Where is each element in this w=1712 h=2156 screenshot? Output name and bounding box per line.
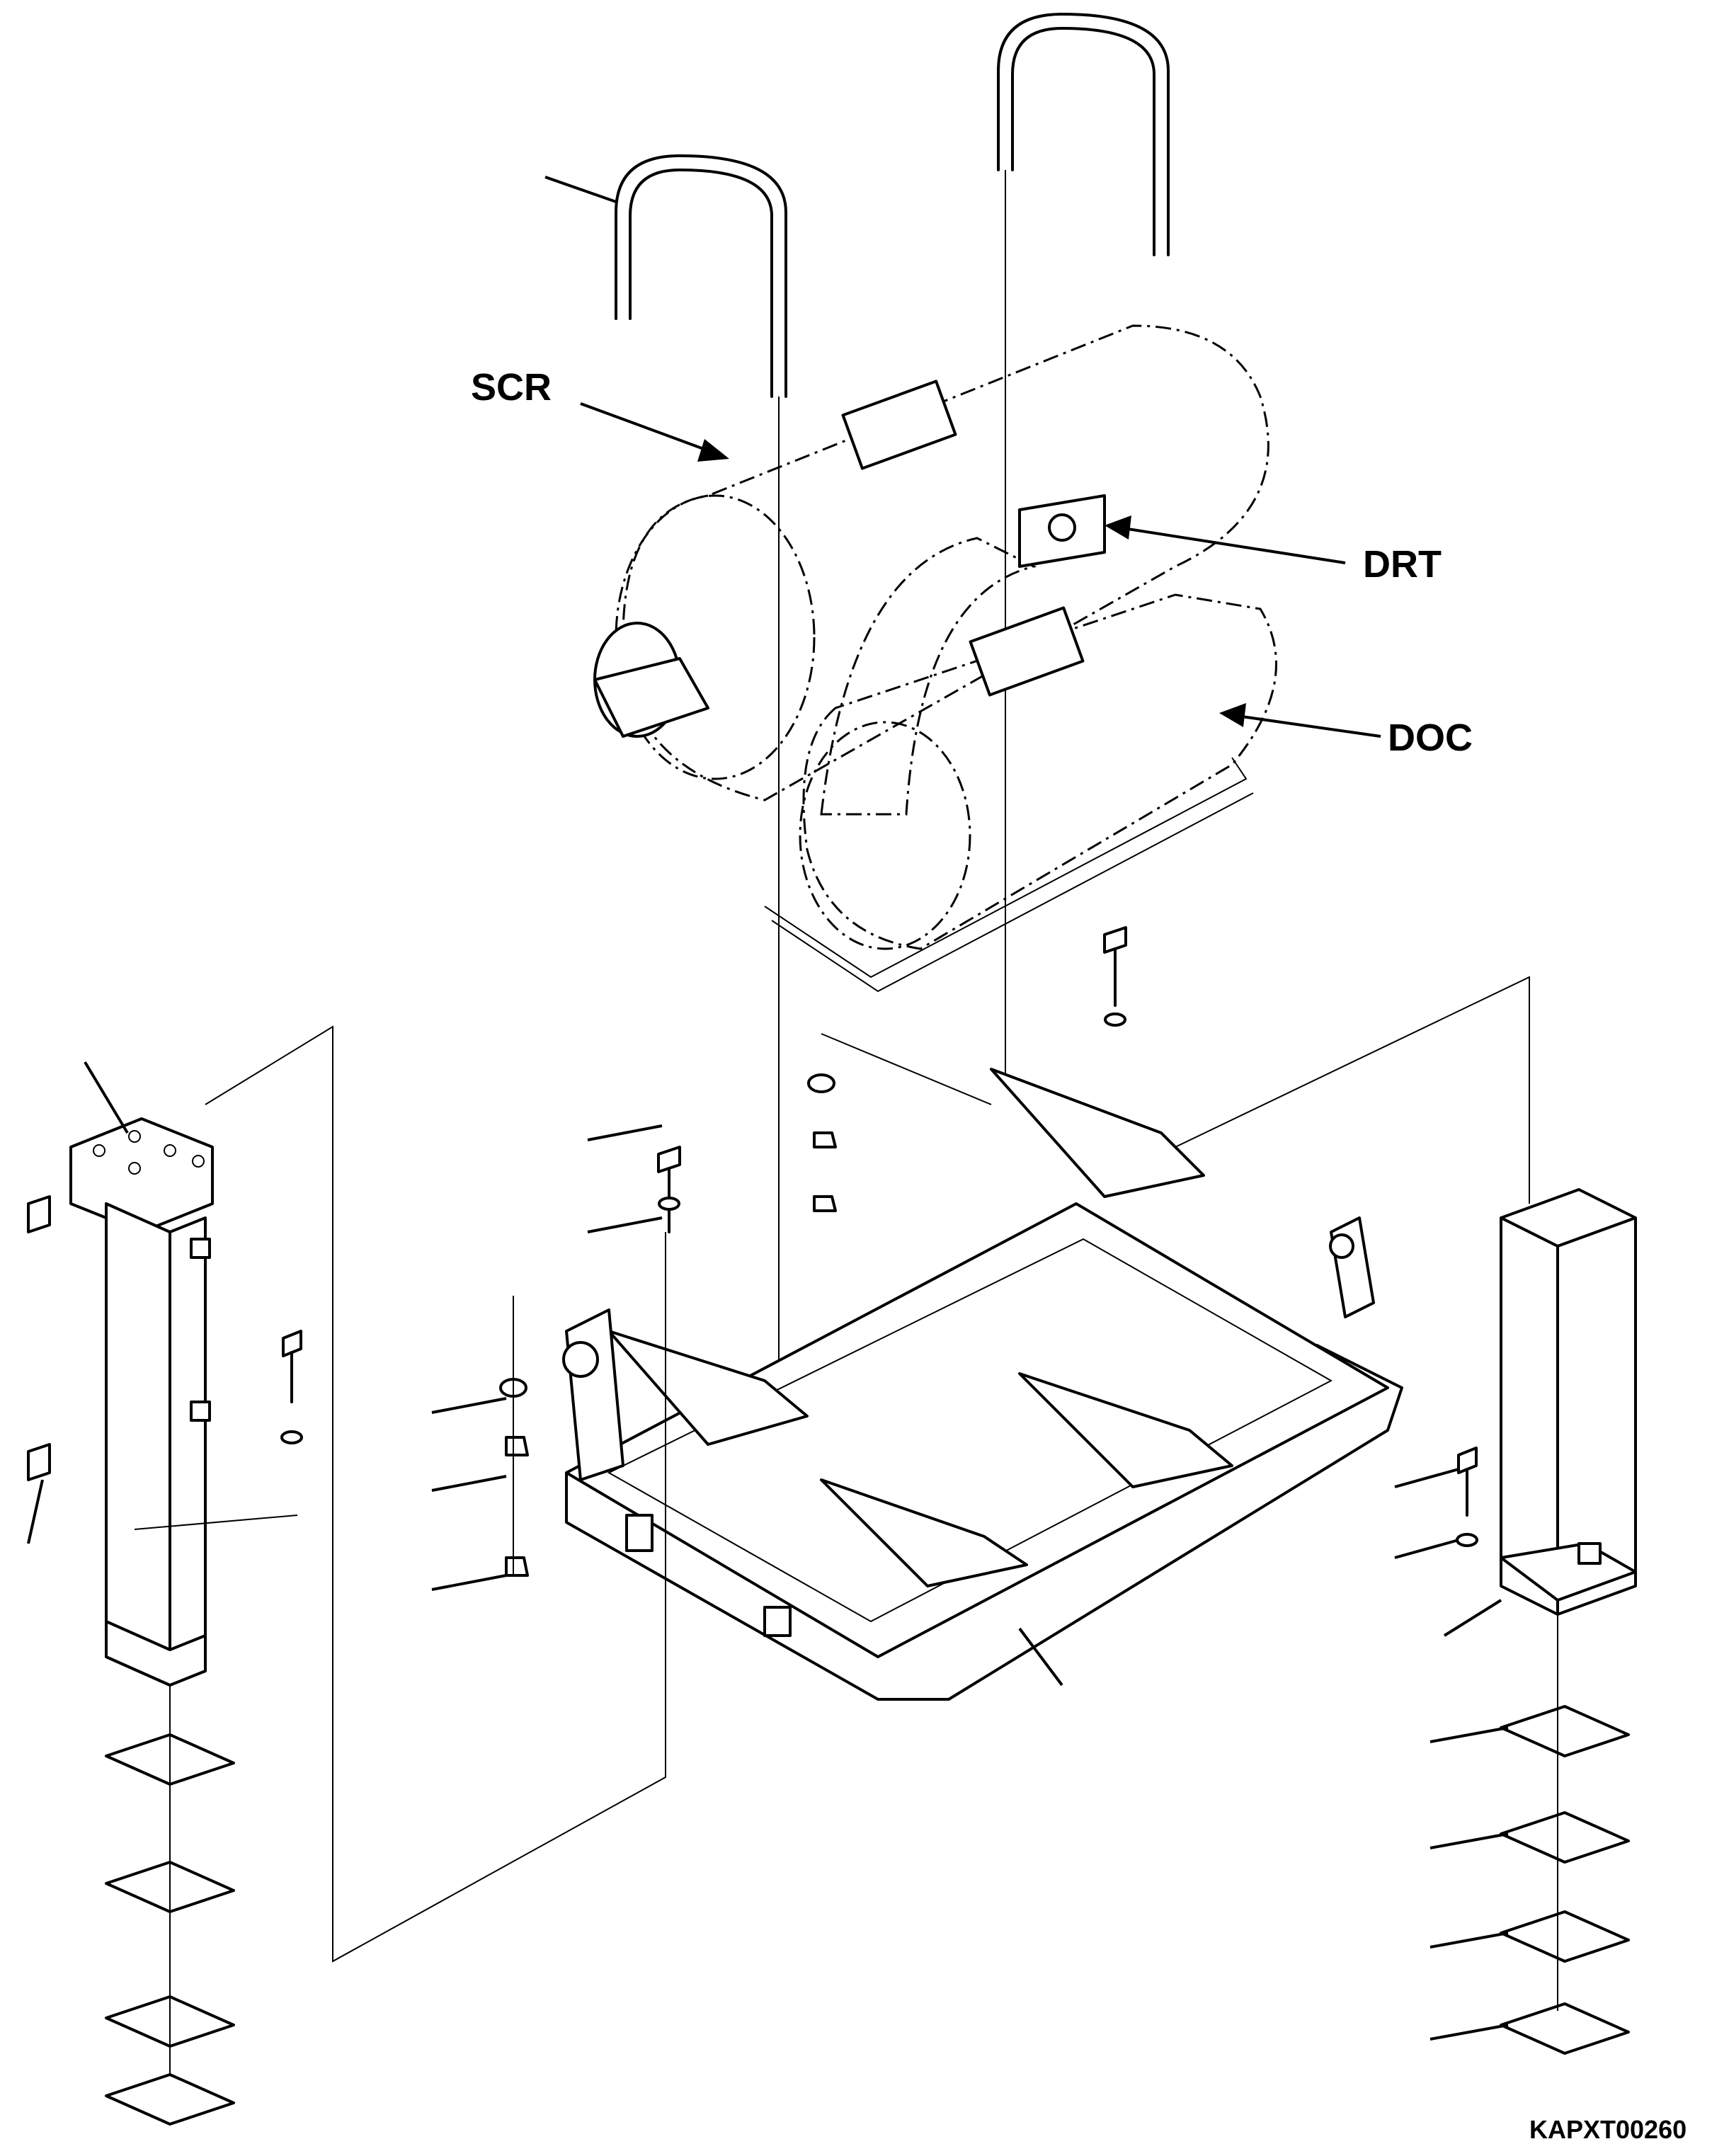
scr-label: SCR [471, 366, 552, 409]
label-doc: DOC [1219, 703, 1473, 759]
left-support-post [27, 1117, 298, 1687]
base-frame [562, 1068, 1403, 1701]
u-bolt-right [997, 13, 1170, 1076]
shims-left [105, 1685, 235, 2126]
drt-label: DRT [1363, 543, 1442, 586]
label-scr: SCR [471, 366, 729, 462]
aftertreatment-assembly [593, 324, 1277, 993]
shims-right [1500, 1614, 1630, 2055]
leader-lines [27, 176, 1509, 2041]
label-drt: DRT [1105, 515, 1442, 586]
figure-code: KAPXT00260 [1529, 2115, 1687, 2144]
doc-label: DOC [1388, 717, 1473, 759]
alignment-lines [205, 976, 1530, 1963]
right-support-post [1500, 1188, 1637, 1616]
u-bolt-left [615, 154, 787, 1416]
